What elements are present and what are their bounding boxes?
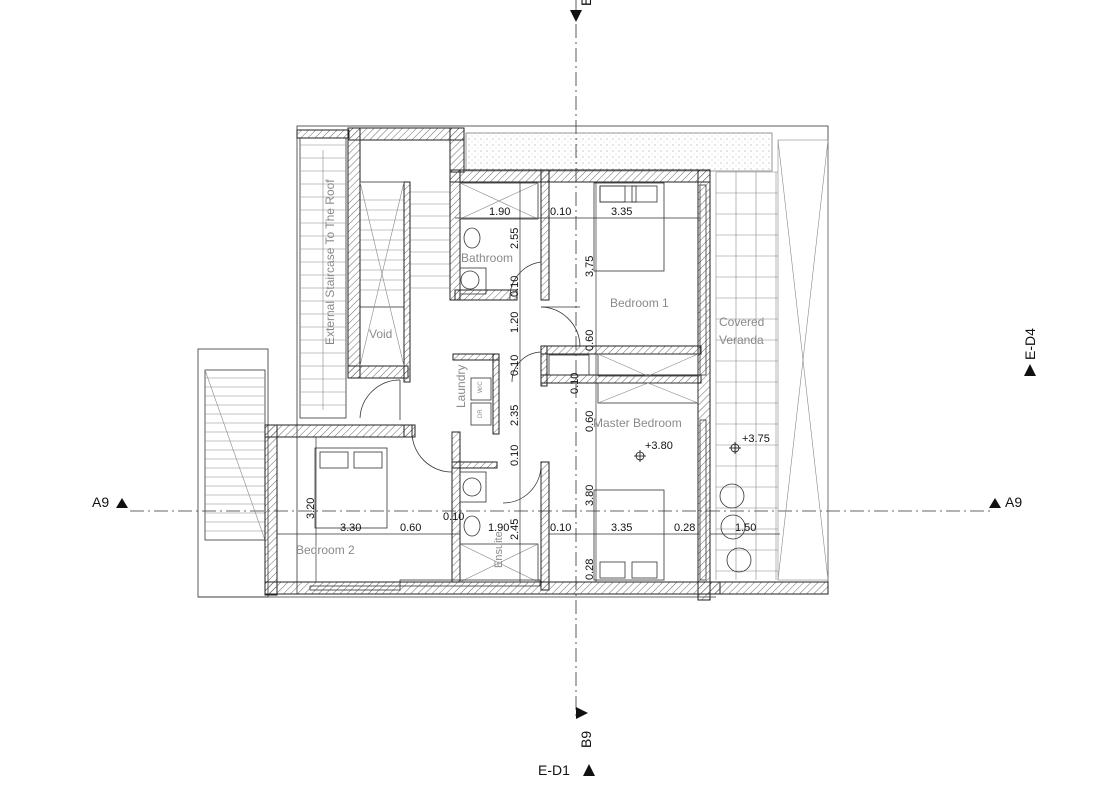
dim-door-b: 0.10 xyxy=(509,355,521,376)
dim-bed1-h: 3.75 xyxy=(584,256,596,277)
dim-door-c: 0.10 xyxy=(509,445,521,466)
bed-bedroom2 xyxy=(314,447,388,529)
elevation-right-text: E-D4 xyxy=(1022,328,1038,360)
dim-ens-w: 1.90 xyxy=(488,522,509,534)
dim-ens-h: 2.45 xyxy=(509,519,521,540)
doors xyxy=(309,184,707,591)
roof-gravel xyxy=(465,132,773,172)
bed-master xyxy=(593,489,665,581)
dim-laundry-h: 2.35 xyxy=(509,405,521,426)
dim-master-w: 3.35 xyxy=(611,522,632,534)
veranda-tiles xyxy=(715,171,778,580)
laundry-appliances xyxy=(470,377,492,426)
walls xyxy=(264,127,829,601)
section-mark-bottom: B9 xyxy=(576,707,594,748)
dim-veranda-w: 1.50 xyxy=(735,522,756,534)
dim-corr: 1.20 xyxy=(509,312,521,333)
dim-bed1-w: 3.35 xyxy=(611,206,632,218)
label-master-bedroom: Master Bedroom xyxy=(593,416,682,430)
dim-bath-w: 1.90 xyxy=(489,206,510,218)
dim-wall-g: 0.28 xyxy=(584,559,596,580)
level-marker-master: +3.80 xyxy=(634,440,673,462)
level-marker-veranda: +3.75 xyxy=(729,433,770,454)
elevation-mark-right: E-D4 xyxy=(1022,328,1038,376)
label-void: Void xyxy=(369,327,392,341)
label-bedroom2: Bedroom 2 xyxy=(296,543,355,557)
dim-bed2-h: 3.20 xyxy=(305,498,317,519)
section-bottom-text: B9 xyxy=(578,731,594,748)
dimension-lines xyxy=(277,182,780,582)
veranda-chairs xyxy=(719,483,752,573)
dim-wall-e: 0.10 xyxy=(550,522,571,534)
dim-gap-c: 0.60 xyxy=(584,411,596,432)
label-bathroom: Bathroom xyxy=(461,251,513,265)
dim-wall1: 0.10 xyxy=(550,206,571,218)
label-covered: Covered xyxy=(719,315,764,329)
elevation-bottom-text: E-D1 xyxy=(538,762,570,778)
wardrobes xyxy=(548,353,699,404)
level-veranda-text: +3.75 xyxy=(742,433,770,445)
label-staircase: External Staircase To The Roof xyxy=(323,179,337,345)
section-top-text: E xyxy=(578,0,594,6)
ensuite-fixtures xyxy=(459,471,539,583)
label-dr: DR xyxy=(478,409,484,418)
lower-outline xyxy=(197,348,269,598)
label-bedroom1: Bedroom 1 xyxy=(610,296,669,310)
label-veranda: Veranda xyxy=(719,333,764,347)
level-master-text: +3.80 xyxy=(645,440,673,452)
bed-bedroom1 xyxy=(593,182,665,272)
bathroom-fixtures xyxy=(459,182,539,295)
dim-door-a: 0.10 xyxy=(509,276,521,297)
label-laundry: Laundry xyxy=(454,365,468,408)
external-steps xyxy=(204,369,266,541)
section-mark-left: A9 xyxy=(92,494,128,510)
dim-wall-f: 0.28 xyxy=(674,522,695,534)
section-right-text: A9 xyxy=(1005,494,1022,510)
section-left-text: A9 xyxy=(92,494,109,510)
void-symbol xyxy=(359,181,405,367)
label-wc: W/C xyxy=(478,381,484,393)
elevation-mark-bottom: E-D1 xyxy=(538,762,595,778)
dim-gap-d: 0.60 xyxy=(400,522,421,534)
label-ensuite: Ensuite xyxy=(493,531,505,568)
section-mark-right: A9 xyxy=(989,494,1022,510)
dim-gap-b: 0.10 xyxy=(569,373,581,394)
dim-master-h: 3.80 xyxy=(584,485,596,506)
dim-bath-h: 2.55 xyxy=(509,228,521,249)
dim-gap-a: 0.60 xyxy=(584,330,596,351)
dim-wall-d: 0.10 xyxy=(443,511,464,523)
external-staircase xyxy=(299,137,450,419)
section-mark-top: E xyxy=(570,0,594,22)
dim-bed2-w: 3.30 xyxy=(340,522,361,534)
